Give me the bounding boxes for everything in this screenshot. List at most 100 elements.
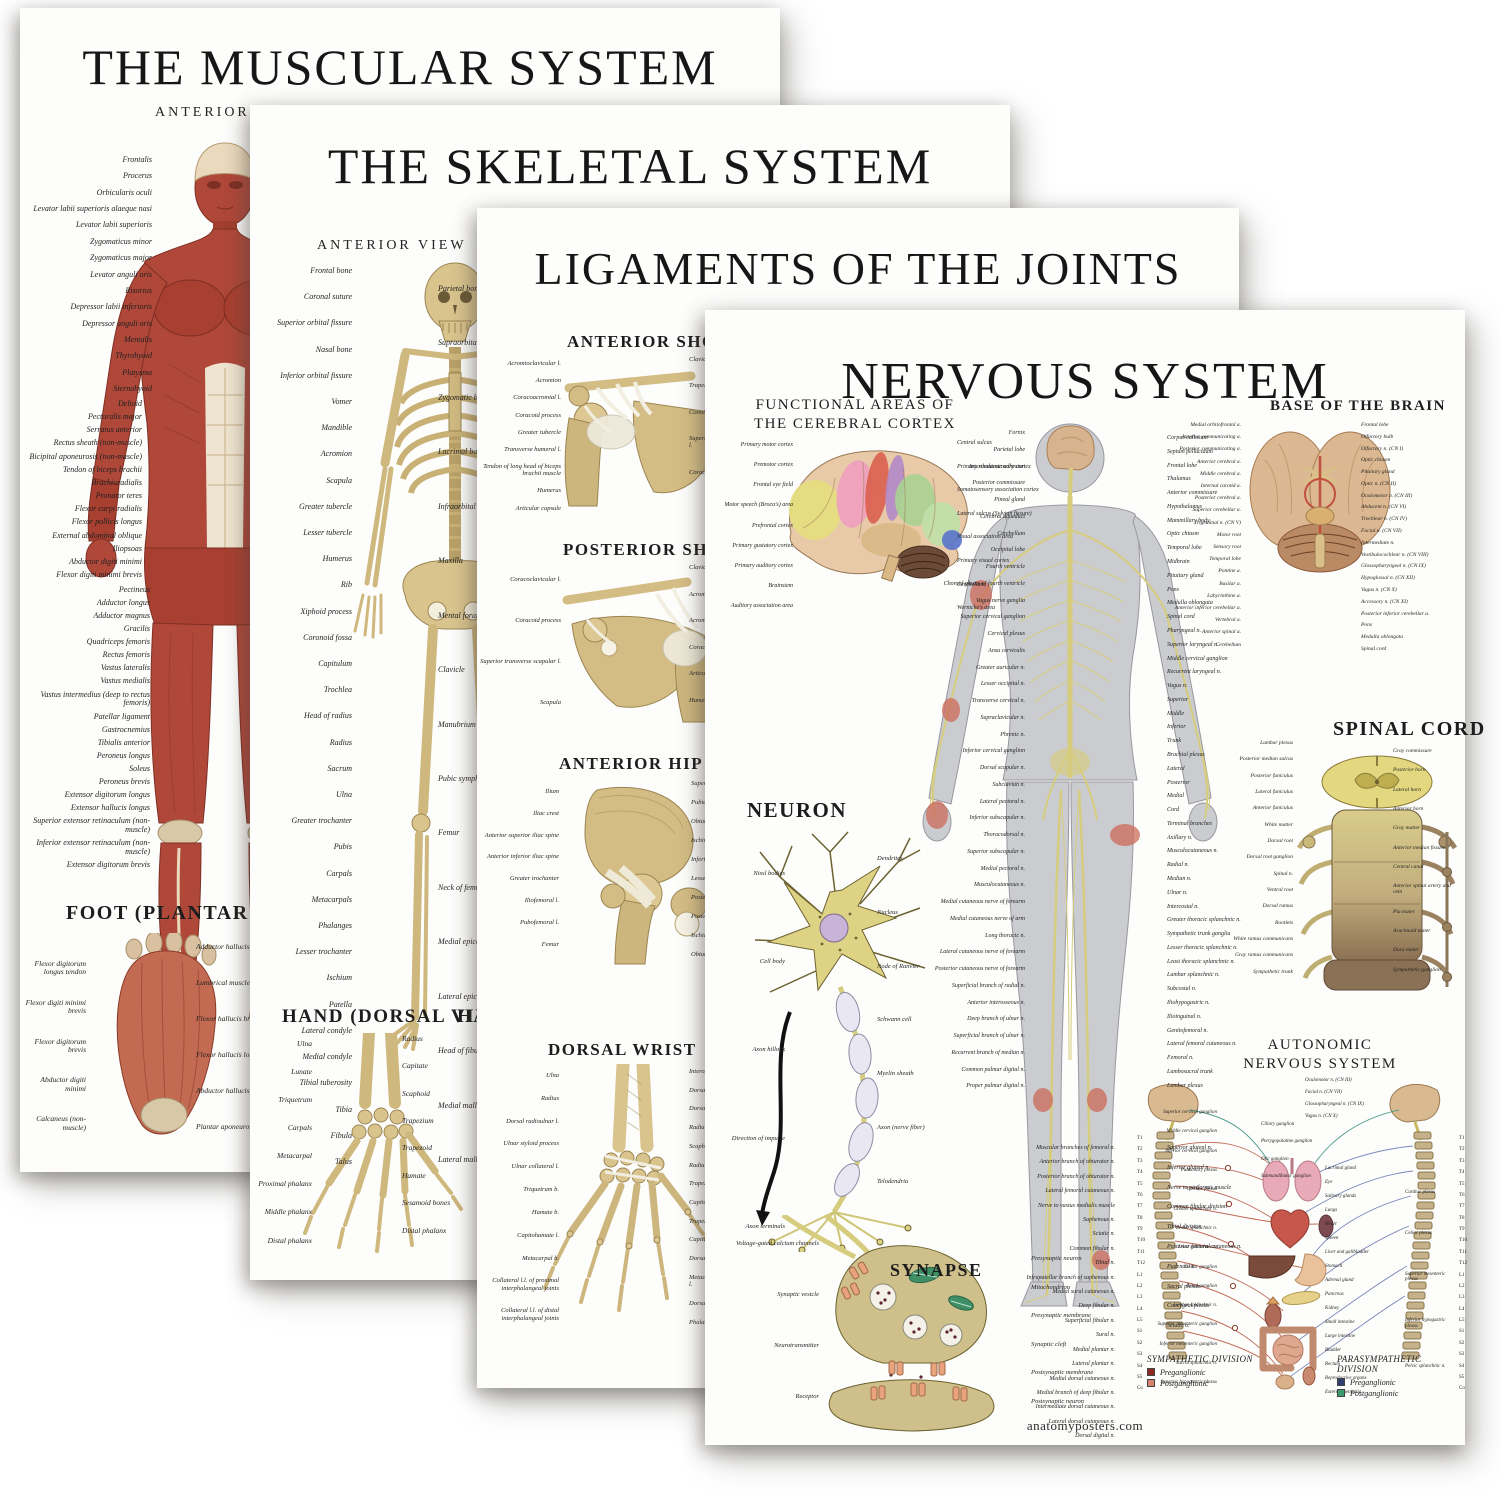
- anatomy-label: Extensor digitorum longus: [64, 789, 150, 799]
- anatomy-label: Zygomaticus minor: [90, 236, 152, 246]
- anatomy-label: Medial condyle: [302, 1052, 352, 1062]
- anatomy-label: Anterior communicating a.: [1181, 434, 1241, 441]
- anatomy-label: Levator anguli oris: [90, 269, 152, 279]
- spinal-cord-section-title: SPINAL CORD: [1333, 718, 1486, 740]
- anatomy-label: Cervical plexus: [987, 631, 1026, 637]
- anatomy-label: Arachnoid mater: [1393, 928, 1431, 935]
- anatomy-label: Superior: [1167, 696, 1188, 703]
- anatomy-label: S4: [1459, 1363, 1465, 1369]
- anatomy-label: Spinal cord: [1361, 645, 1387, 652]
- anatomy-label: Lateral horn: [1393, 786, 1421, 793]
- anatomy-label: Lesser occipital n.: [980, 681, 1025, 688]
- anatomy-label: Pubofemoral l.: [520, 918, 559, 926]
- synapse-section-title: SYNAPSE: [890, 1260, 983, 1280]
- anatomy-label: Anterior branch of obturator n.: [1039, 1159, 1115, 1166]
- base-of-brain-illustration: [1249, 431, 1391, 573]
- anatomy-label: Primary visual cortex: [957, 558, 1010, 565]
- anatomy-label: Head of fibula: [438, 1046, 485, 1056]
- anatomy-label: T8: [1459, 1215, 1465, 1221]
- anatomy-label: Co: [1459, 1386, 1465, 1392]
- anatomy-label: Coccygeal plexus: [1167, 1303, 1210, 1310]
- anatomy-label: Proximal phalanx: [258, 1179, 312, 1189]
- anatomy-label: Soleus: [129, 763, 150, 773]
- anatomy-label: Pectoralis major: [88, 412, 142, 422]
- anatomy-label: Frontal lobe: [1361, 422, 1389, 428]
- anatomy-label: Corpus callosum: [1167, 435, 1208, 441]
- anatomy-label: Intermediate n.: [1361, 539, 1395, 546]
- anatomy-label: Neurotransmitter: [774, 1341, 819, 1349]
- dorsal-wrist-title: DORSAL WRIST: [548, 1040, 697, 1059]
- anatomy-label: Humerus: [689, 696, 713, 704]
- anatomy-label: Capitate b.: [689, 1236, 718, 1244]
- anatomy-label: T11: [1459, 1249, 1467, 1255]
- anatomy-label: S1: [1459, 1329, 1465, 1335]
- anatomy-label: Renal ganglion: [1186, 1283, 1217, 1289]
- anatomy-label: Gray ramus communicans: [1234, 952, 1293, 959]
- anatomy-label: Tendon of biceps brachii: [62, 464, 142, 474]
- neuron-section-title: NEURON: [747, 798, 848, 822]
- muscular-title: THE MUSCULAR SYSTEM: [82, 39, 718, 95]
- anatomy-label: Middle cervical ganglion: [1166, 1129, 1217, 1135]
- anatomy-label: Superior cervical ganglion: [1163, 1110, 1217, 1115]
- anatomy-label: Trochlear n. (CN IV): [1361, 516, 1407, 523]
- anatomy-label: Transverse humeral l.: [504, 445, 561, 453]
- anatomy-label: External abdominal oblique: [52, 530, 142, 540]
- anatomy-label: Iliac crest: [533, 809, 559, 817]
- anatomy-label: Vagus n.: [1167, 683, 1188, 690]
- anatomy-label: Anterior inferior cerebellar a.: [1174, 605, 1241, 612]
- anatomy-label: L3: [1137, 1295, 1143, 1301]
- anatomy-label: Oculomotor n. (CN III): [1305, 1078, 1352, 1083]
- anatomy-label: Serratus anterior: [86, 425, 142, 435]
- anatomy-label: Common palmar digital n.: [961, 1066, 1025, 1073]
- anatomy-label: Medial dorsal cutaneous n.: [1049, 1375, 1115, 1382]
- anatomy-label: Radius: [329, 737, 352, 747]
- anatomy-label: Lateral malleolus: [438, 1155, 495, 1164]
- anatomy-label: Oculomotor n. (CN III): [1361, 492, 1413, 499]
- anatomy-label: Medial epicondyle: [438, 937, 498, 947]
- anatomy-label: L5: [1137, 1318, 1143, 1323]
- anatomy-label: White matter: [1264, 821, 1293, 828]
- anatomy-label: Subclavian n.: [992, 781, 1025, 788]
- anatomy-label: Infrapatellar branch of saphenous n.: [1026, 1274, 1116, 1281]
- anatomy-label: Lumbosacral trunk: [1167, 1068, 1213, 1075]
- anatomy-label: Patella: [328, 999, 352, 1009]
- anatomy-label: Tibial tuberosity: [299, 1078, 352, 1088]
- anatomy-label: Mitochondrion: [1031, 1283, 1070, 1291]
- anatomy-label: Collateral l.l. of distal interphalangea…: [501, 1307, 559, 1322]
- anatomy-label: Greater tubercle: [299, 501, 352, 511]
- anatomy-label: Pharyngeal n.: [1167, 627, 1201, 634]
- anatomy-label: Scaphoid b.: [689, 1142, 720, 1150]
- anatomy-label: Lateral condyle: [301, 1025, 352, 1035]
- anatomy-label: Central sulcus: [957, 440, 992, 446]
- anterior-hip-illustration: [584, 786, 708, 965]
- anatomy-label: Lumbrical muscles: [196, 977, 253, 987]
- anatomy-label: T1: [1137, 1136, 1143, 1141]
- anatomy-label: T2: [1459, 1147, 1465, 1153]
- anatomy-label: Large intestine: [1325, 1334, 1355, 1340]
- anatomy-label: Telodendria: [877, 1177, 909, 1185]
- anatomy-label: Greater splanchnic n.: [1173, 1206, 1217, 1212]
- anatomy-label: L3: [1459, 1295, 1465, 1301]
- anatomy-label: Receptor: [795, 1392, 819, 1400]
- anatomy-label: Hamate: [402, 1170, 426, 1180]
- anatomy-label: Levator labii superioris alaeque nasi: [33, 204, 152, 214]
- synapse-illustration: [781, 1215, 995, 1432]
- autonomic-cranial-nerve-labels: Oculomotor n. (CN III)Facial n. (CN VII)…: [1305, 1078, 1385, 1120]
- anatomy-label: Abducent n. (CN VI): [1361, 504, 1407, 511]
- anatomy-label: T5: [1459, 1181, 1465, 1187]
- anatomy-label: Peroneus longus: [96, 750, 150, 760]
- anatomy-label: Medial pectoral n.: [980, 865, 1026, 872]
- anatomy-label: Frontal eye field: [753, 482, 793, 489]
- spinal-cord-illustration: [1297, 755, 1457, 991]
- anatomy-label: Patellar ligament: [93, 711, 150, 721]
- anatomy-label: T8: [1137, 1215, 1143, 1221]
- anatomy-label: Schwann cell: [877, 1016, 912, 1024]
- anatomy-label: Cerebellum: [957, 581, 985, 588]
- anatomy-label: Kidney: [1325, 1306, 1340, 1312]
- anatomy-label: Central canal: [1393, 863, 1424, 870]
